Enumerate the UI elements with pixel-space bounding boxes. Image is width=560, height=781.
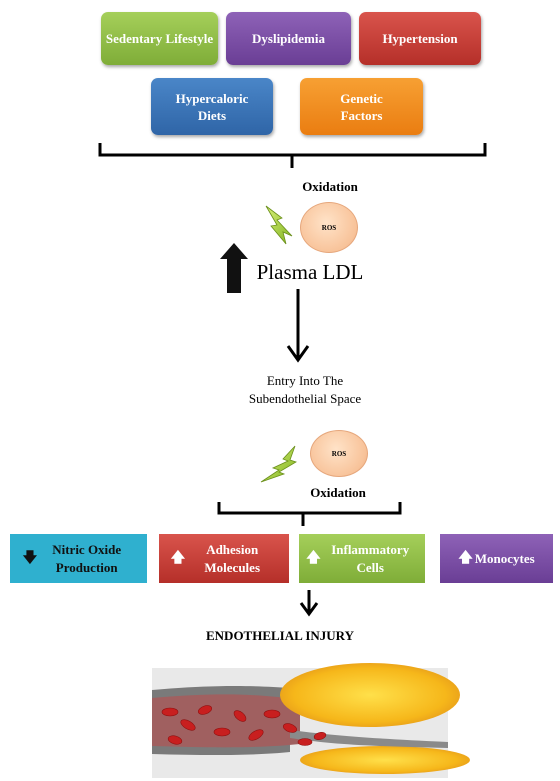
box-dyslipidemia: Dyslipidemia xyxy=(226,12,351,65)
top-bracket xyxy=(98,143,487,168)
sedentary-label: Sedentary Lifestyle xyxy=(105,31,214,46)
arrow-up-icon: 🡅 xyxy=(306,550,321,566)
dyslipidemia-label: Dyslipidemia xyxy=(252,31,325,46)
arrow-down-icon xyxy=(286,289,310,363)
box-sedentary-lifestyle: Sedentary Lifestyle xyxy=(101,12,218,65)
arrow-down-icon xyxy=(299,590,319,617)
artery-illustration xyxy=(152,663,470,778)
arrow-up-icon: 🡅 xyxy=(170,550,186,566)
genetic-label: Genetic Factors xyxy=(340,90,383,123)
endothelial-injury-label: ENDOTHELIAL INJURY xyxy=(206,628,354,643)
plasma-ldl-label: Plasma LDL xyxy=(256,260,364,284)
inflammatory-label: Inflammatory Cells xyxy=(331,541,410,575)
ros-circle-top: ROS xyxy=(300,202,358,253)
lightning-icon xyxy=(260,445,297,483)
box-genetic-factors: Genetic Factors xyxy=(300,78,423,135)
ros-circle-bottom: ROS xyxy=(310,430,368,477)
arrow-up-icon: 🡅 xyxy=(458,550,473,566)
bottom-bracket xyxy=(217,502,402,526)
oxidation-bottom-label: Oxidation xyxy=(310,485,366,500)
adhesion-label: Adhesion Molecules xyxy=(204,541,260,575)
hypercaloric-label: Hypercaloric Diets xyxy=(175,90,249,123)
nitric-oxide-label: Nitric Oxide Production xyxy=(52,541,122,575)
lightning-icon xyxy=(265,205,293,245)
box-inflammatory-cells: 🡅 Inflammatory Cells xyxy=(299,534,425,583)
oxidation-top-label: Oxidation xyxy=(302,179,358,194)
box-nitric-oxide: 🡇 Nitric Oxide Production xyxy=(10,534,147,583)
arrow-up-icon xyxy=(220,243,248,293)
box-hypertension: Hypertension xyxy=(359,12,481,65)
arrow-down-icon: 🡇 xyxy=(22,550,38,566)
monocytes-label: Monocytes xyxy=(474,550,535,566)
box-monocytes: 🡅 Monocytes xyxy=(440,534,553,583)
hypertension-label: Hypertension xyxy=(382,31,458,46)
box-hypercaloric-diets: Hypercaloric Diets xyxy=(151,78,273,135)
entry-subendothelial-label: Entry Into The Subendothelial Space xyxy=(248,373,362,406)
box-adhesion-molecules: 🡅 Adhesion Molecules xyxy=(159,534,289,583)
